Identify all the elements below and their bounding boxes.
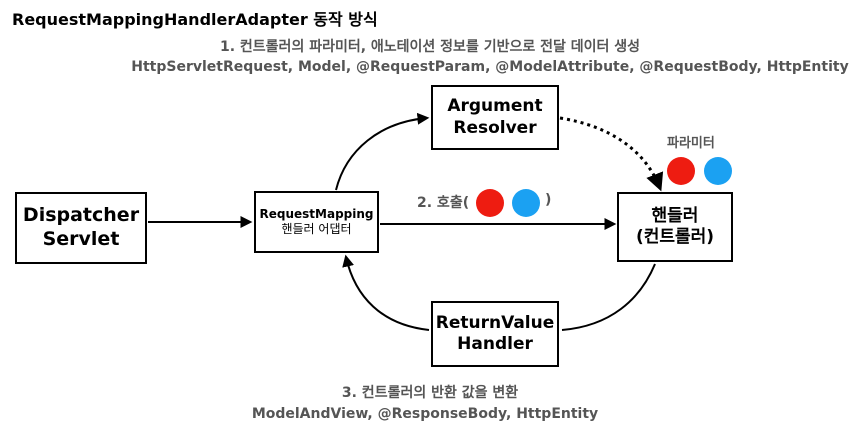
parameter-dot-red xyxy=(667,157,695,185)
step1-types-note: HttpServletRequest, Model, @RequestParam… xyxy=(131,59,849,75)
step3-note: 3. 컨트롤러의 반환 값을 변환 xyxy=(341,385,519,401)
step1-note: 1. 컨트롤러의 파라미터, 애노테이션 정보를 기반으로 전달 데이터 생성 xyxy=(219,39,640,55)
arrow-handler-to-returnvalue xyxy=(561,263,656,331)
parameter-dot-blue xyxy=(704,157,732,185)
diagram-title: RequestMappingHandlerAdapter 동작 방식 xyxy=(12,10,378,29)
arrow-resolver-to-handler xyxy=(559,116,664,192)
arrow-adapter-to-resolver xyxy=(335,112,430,191)
arrow-returnvalue-to-adapter xyxy=(342,254,430,331)
call-dot-red xyxy=(476,189,504,217)
call-label: 2. 호출( xyxy=(417,195,470,211)
handler-controller-box: 핸들러(컨트롤러) xyxy=(617,192,733,262)
call-dot-blue xyxy=(512,189,540,217)
step3-types-note: ModelAndView, @ResponseBody, HttpEntity xyxy=(251,406,599,422)
call-close-paren: ) xyxy=(545,192,552,208)
parameters-label: 파라미터 xyxy=(667,136,715,151)
